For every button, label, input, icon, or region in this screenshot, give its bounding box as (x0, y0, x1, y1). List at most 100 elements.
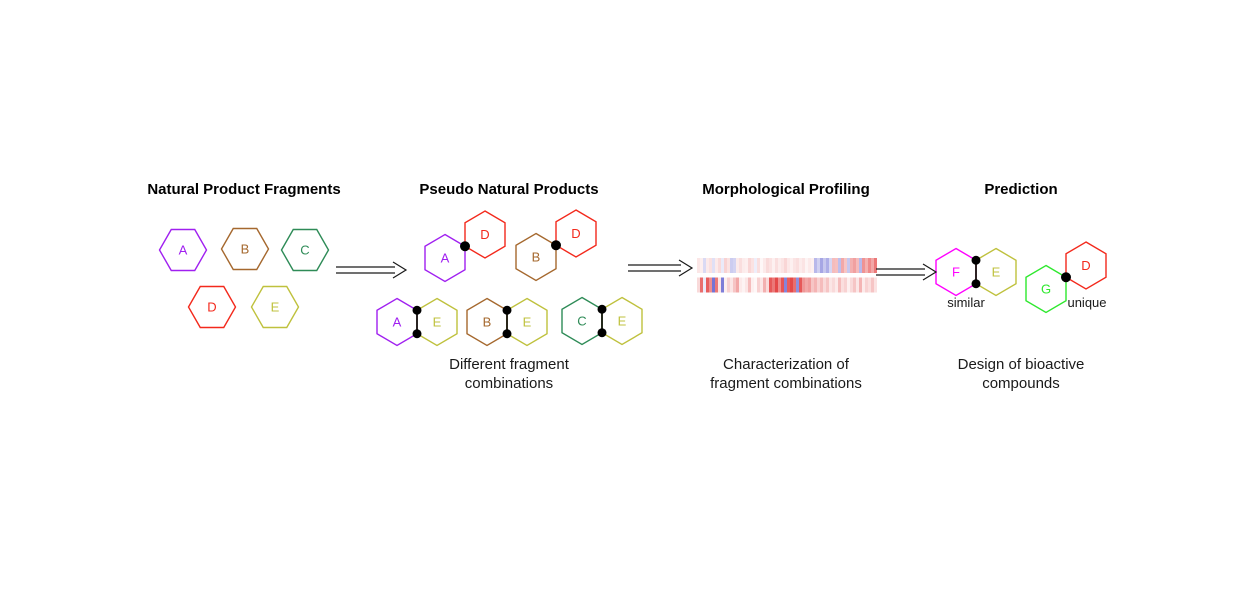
profile-bar (736, 277, 739, 293)
profile-bar (727, 258, 730, 273)
profile-bar (820, 277, 823, 293)
profile-bar (703, 277, 706, 293)
profile-bar (796, 277, 799, 293)
profile-bar (811, 277, 814, 293)
profile-bar (793, 258, 796, 273)
profile-bar (721, 277, 724, 293)
profile-bar (697, 277, 700, 293)
hexagon-B (220, 227, 270, 271)
profile-bar (775, 258, 778, 273)
profile-bar (718, 258, 721, 273)
profile-bar (727, 277, 730, 293)
profile-bar (829, 277, 832, 293)
profile-bar (745, 277, 748, 293)
profile-bar (715, 277, 718, 293)
profile-bar (778, 277, 781, 293)
profile-bar (733, 277, 736, 293)
fragment-letter-A: A (179, 243, 188, 258)
profile-bar (862, 277, 865, 293)
profile-bar (772, 258, 775, 273)
hexagon-E (250, 285, 300, 329)
profile-bar (856, 258, 859, 273)
fragment-letter-D: D (480, 227, 489, 242)
bond-dot (460, 241, 470, 252)
caption-line: Characterization of (723, 356, 849, 373)
profile-bar (799, 277, 802, 293)
profile-bar (730, 277, 733, 293)
profile-bar (709, 277, 712, 293)
hexagon-D (555, 209, 597, 258)
bond-dot (412, 305, 422, 315)
fragment-letter-B: B (532, 250, 541, 265)
profile-bar (808, 277, 811, 293)
caption-line: Design of bioactive (957, 356, 1085, 373)
fragment-letter-E: E (433, 315, 442, 330)
profile-bar (817, 258, 820, 273)
profile-bar (862, 258, 865, 273)
profile-bar (754, 258, 757, 273)
profile-bar (706, 258, 709, 273)
profile-bar (781, 277, 784, 293)
flow-arrow-head (922, 263, 938, 281)
profile-bar (763, 258, 766, 273)
profile-bar (787, 258, 790, 273)
profile-bar (739, 258, 742, 273)
profile-bar (823, 258, 826, 273)
fragment-letter-A: A (393, 315, 402, 330)
fragment-letter-E: E (523, 315, 532, 330)
profile-bar (811, 258, 814, 273)
profile-bar (700, 258, 703, 273)
hexagon-D (187, 285, 237, 329)
title-pseudo-natural-products: Pseudo Natural Products (419, 181, 599, 198)
profile-bar (793, 277, 796, 293)
profile-bar (868, 258, 871, 273)
bond-dot (971, 255, 981, 265)
profile-bar (721, 258, 724, 273)
flow-arrow-head (392, 261, 408, 279)
profile-bar (784, 258, 787, 273)
profile-bar (817, 277, 820, 293)
profile-bar (775, 277, 778, 293)
fragment-letter-D: D (1081, 258, 1090, 273)
profile-bar (847, 277, 850, 293)
profile-bar (841, 277, 844, 293)
profile-bar (871, 277, 874, 293)
title-prediction: Prediction (984, 181, 1058, 198)
profile-bar (763, 277, 766, 293)
profile-bar (766, 258, 769, 273)
profile-bar (700, 277, 703, 293)
profile-bar (814, 277, 817, 293)
bond-dot (971, 279, 981, 289)
bond-dot (412, 329, 422, 339)
profile-bar (874, 258, 877, 273)
profile-bar (814, 258, 817, 273)
profile-bar (784, 277, 787, 293)
profile-bar (760, 277, 763, 293)
profile-bar (799, 258, 802, 273)
caption-line: combinations (464, 375, 554, 392)
profile-bar (805, 258, 808, 273)
profile-bar (838, 258, 841, 273)
profile-bar (745, 258, 748, 273)
bond-dot (502, 305, 512, 315)
profile-bar (802, 258, 805, 273)
caption-line: Different fragment (449, 356, 569, 373)
profile-bar (703, 258, 706, 273)
fragment-letter-B: B (483, 315, 492, 330)
profile-bar (733, 258, 736, 273)
profile-bar (751, 277, 754, 293)
profile-bar (712, 277, 715, 293)
profile-bar (859, 258, 862, 273)
profile-bar (790, 277, 793, 293)
fragment-letter-E: E (618, 314, 627, 329)
caption-prediction: Design of bioactive compounds (881, 355, 1161, 393)
profile-bar (772, 277, 775, 293)
profile-bar (865, 277, 868, 293)
profile-bar (742, 258, 745, 273)
fragment-letter-D: D (571, 226, 580, 241)
profile-bar (706, 277, 709, 293)
profile-bar (859, 277, 862, 293)
profile-bar (829, 258, 832, 273)
